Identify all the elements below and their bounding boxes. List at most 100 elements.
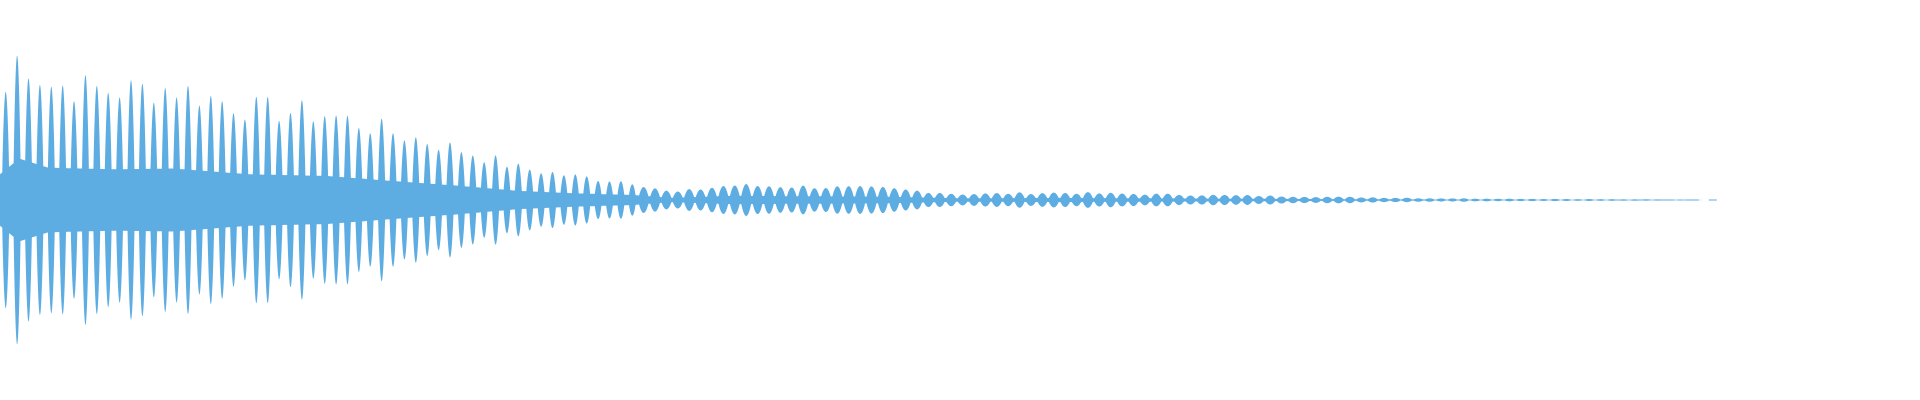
waveform-lobe	[1503, 198, 1516, 202]
waveform-lobe	[1002, 193, 1014, 207]
waveform-lobe	[1275, 196, 1288, 204]
waveform-lobe	[1674, 199, 1686, 201]
waveform-lobe	[1526, 198, 1538, 202]
waveform-lobe	[423, 144, 432, 256]
waveform-lobe	[1435, 198, 1447, 202]
waveform-lobe	[616, 181, 625, 219]
waveform-lobe	[218, 101, 227, 299]
waveform-lobe	[1173, 194, 1185, 206]
waveform-lobe	[751, 185, 764, 215]
waveform-lobe	[1070, 193, 1083, 207]
waveform-lobe	[1446, 198, 1459, 202]
waveform-lobe	[1344, 196, 1356, 204]
waveform-lobe	[92, 85, 101, 315]
waveform-lobe	[1594, 199, 1607, 201]
waveform-lobe	[446, 142, 454, 258]
waveform-lobe	[195, 105, 204, 295]
waveform-lobe	[366, 133, 375, 267]
waveform-lobe	[1116, 193, 1128, 207]
waveform-lobe	[956, 194, 969, 206]
waveform-lobe	[1241, 195, 1254, 205]
waveform-lobe	[548, 171, 557, 229]
waveform-lobe	[172, 97, 181, 303]
waveform-lobe	[594, 180, 603, 220]
waveform-lobe	[1013, 192, 1026, 208]
waveform-lobe	[1458, 198, 1470, 202]
waveform-lobe	[286, 112, 295, 288]
waveform-lobe	[1424, 198, 1436, 202]
waveform-lobe	[1082, 192, 1094, 208]
waveform-lobe	[660, 190, 673, 210]
waveform-lobe	[672, 191, 684, 209]
waveform-lobe	[320, 116, 329, 284]
waveform-lobe	[582, 176, 591, 224]
waveform-lobe	[1412, 198, 1424, 202]
waveform-lobe	[411, 137, 420, 263]
waveform-lobe	[1481, 198, 1493, 202]
waveform-lobe	[1298, 196, 1311, 204]
waveform-lobe	[1560, 199, 1573, 201]
waveform-lobe	[729, 185, 741, 215]
waveform-lobe	[1537, 199, 1550, 201]
waveform-lobe	[991, 193, 1003, 207]
waveform-lobe	[1253, 196, 1265, 204]
waveform-lobe	[503, 166, 511, 234]
waveform-lobe	[740, 184, 752, 216]
waveform-lobe	[184, 86, 192, 314]
waveform-lobe	[843, 186, 855, 214]
waveform-lobe	[514, 163, 523, 237]
waveform-lobe	[979, 193, 992, 207]
waveform-lobe	[1025, 194, 1037, 206]
waveform-lobe	[1572, 199, 1584, 201]
waveform-lobe	[808, 188, 821, 212]
waveform-lobe	[900, 189, 912, 211]
waveform-lobe	[1059, 192, 1071, 208]
waveform-lobe	[831, 186, 843, 214]
waveform-lobe	[434, 149, 443, 251]
waveform-lobe	[138, 83, 147, 317]
waveform-lobe	[1, 91, 10, 309]
waveform-lobe	[1218, 194, 1231, 206]
waveform-lobe	[1367, 197, 1379, 203]
waveform-lobe	[1036, 193, 1049, 207]
waveform-lobe	[1184, 195, 1197, 205]
waveform-lobe	[911, 190, 923, 210]
waveform-lobe	[683, 189, 695, 211]
waveform-lobe	[58, 85, 67, 315]
waveform-lobe	[377, 118, 386, 282]
waveform-lobe	[1389, 197, 1402, 203]
waveform-lobe	[1287, 196, 1299, 204]
waveform-lobe	[47, 86, 56, 314]
waveform-lobe	[1310, 197, 1322, 203]
waveform-lobe	[649, 188, 661, 212]
waveform-lobe	[104, 92, 113, 308]
waveform-lobe	[161, 87, 170, 313]
waveform-lobe	[820, 187, 832, 213]
waveform-lobe	[934, 192, 946, 208]
waveform-lobe	[240, 119, 249, 281]
waveform-lobe	[854, 186, 866, 214]
waveform-lobe	[922, 192, 935, 208]
waveform-lobe	[1321, 196, 1333, 204]
waveform-lobe	[571, 174, 580, 226]
waveform-lobe	[263, 96, 272, 304]
waveform-lobe	[468, 155, 477, 245]
waveform-lobe	[252, 96, 261, 304]
waveform-lobe	[1230, 195, 1242, 205]
waveform-lobe	[797, 185, 809, 215]
waveform-lobe	[1515, 198, 1527, 202]
waveform-lobe	[638, 187, 650, 213]
waveform-lobe	[297, 100, 306, 300]
waveform-lobe	[1196, 195, 1208, 205]
waveform-lobe	[968, 194, 980, 206]
waveform-lobe	[1264, 195, 1276, 205]
waveform-lobe	[354, 128, 363, 272]
waveform-lobe	[1150, 193, 1162, 207]
waveform-lobe	[888, 188, 900, 212]
waveform-lobe	[1355, 197, 1367, 203]
waveform-lobe	[1583, 199, 1595, 201]
waveform-lobe	[1162, 193, 1174, 207]
waveform-lobe	[694, 189, 707, 211]
